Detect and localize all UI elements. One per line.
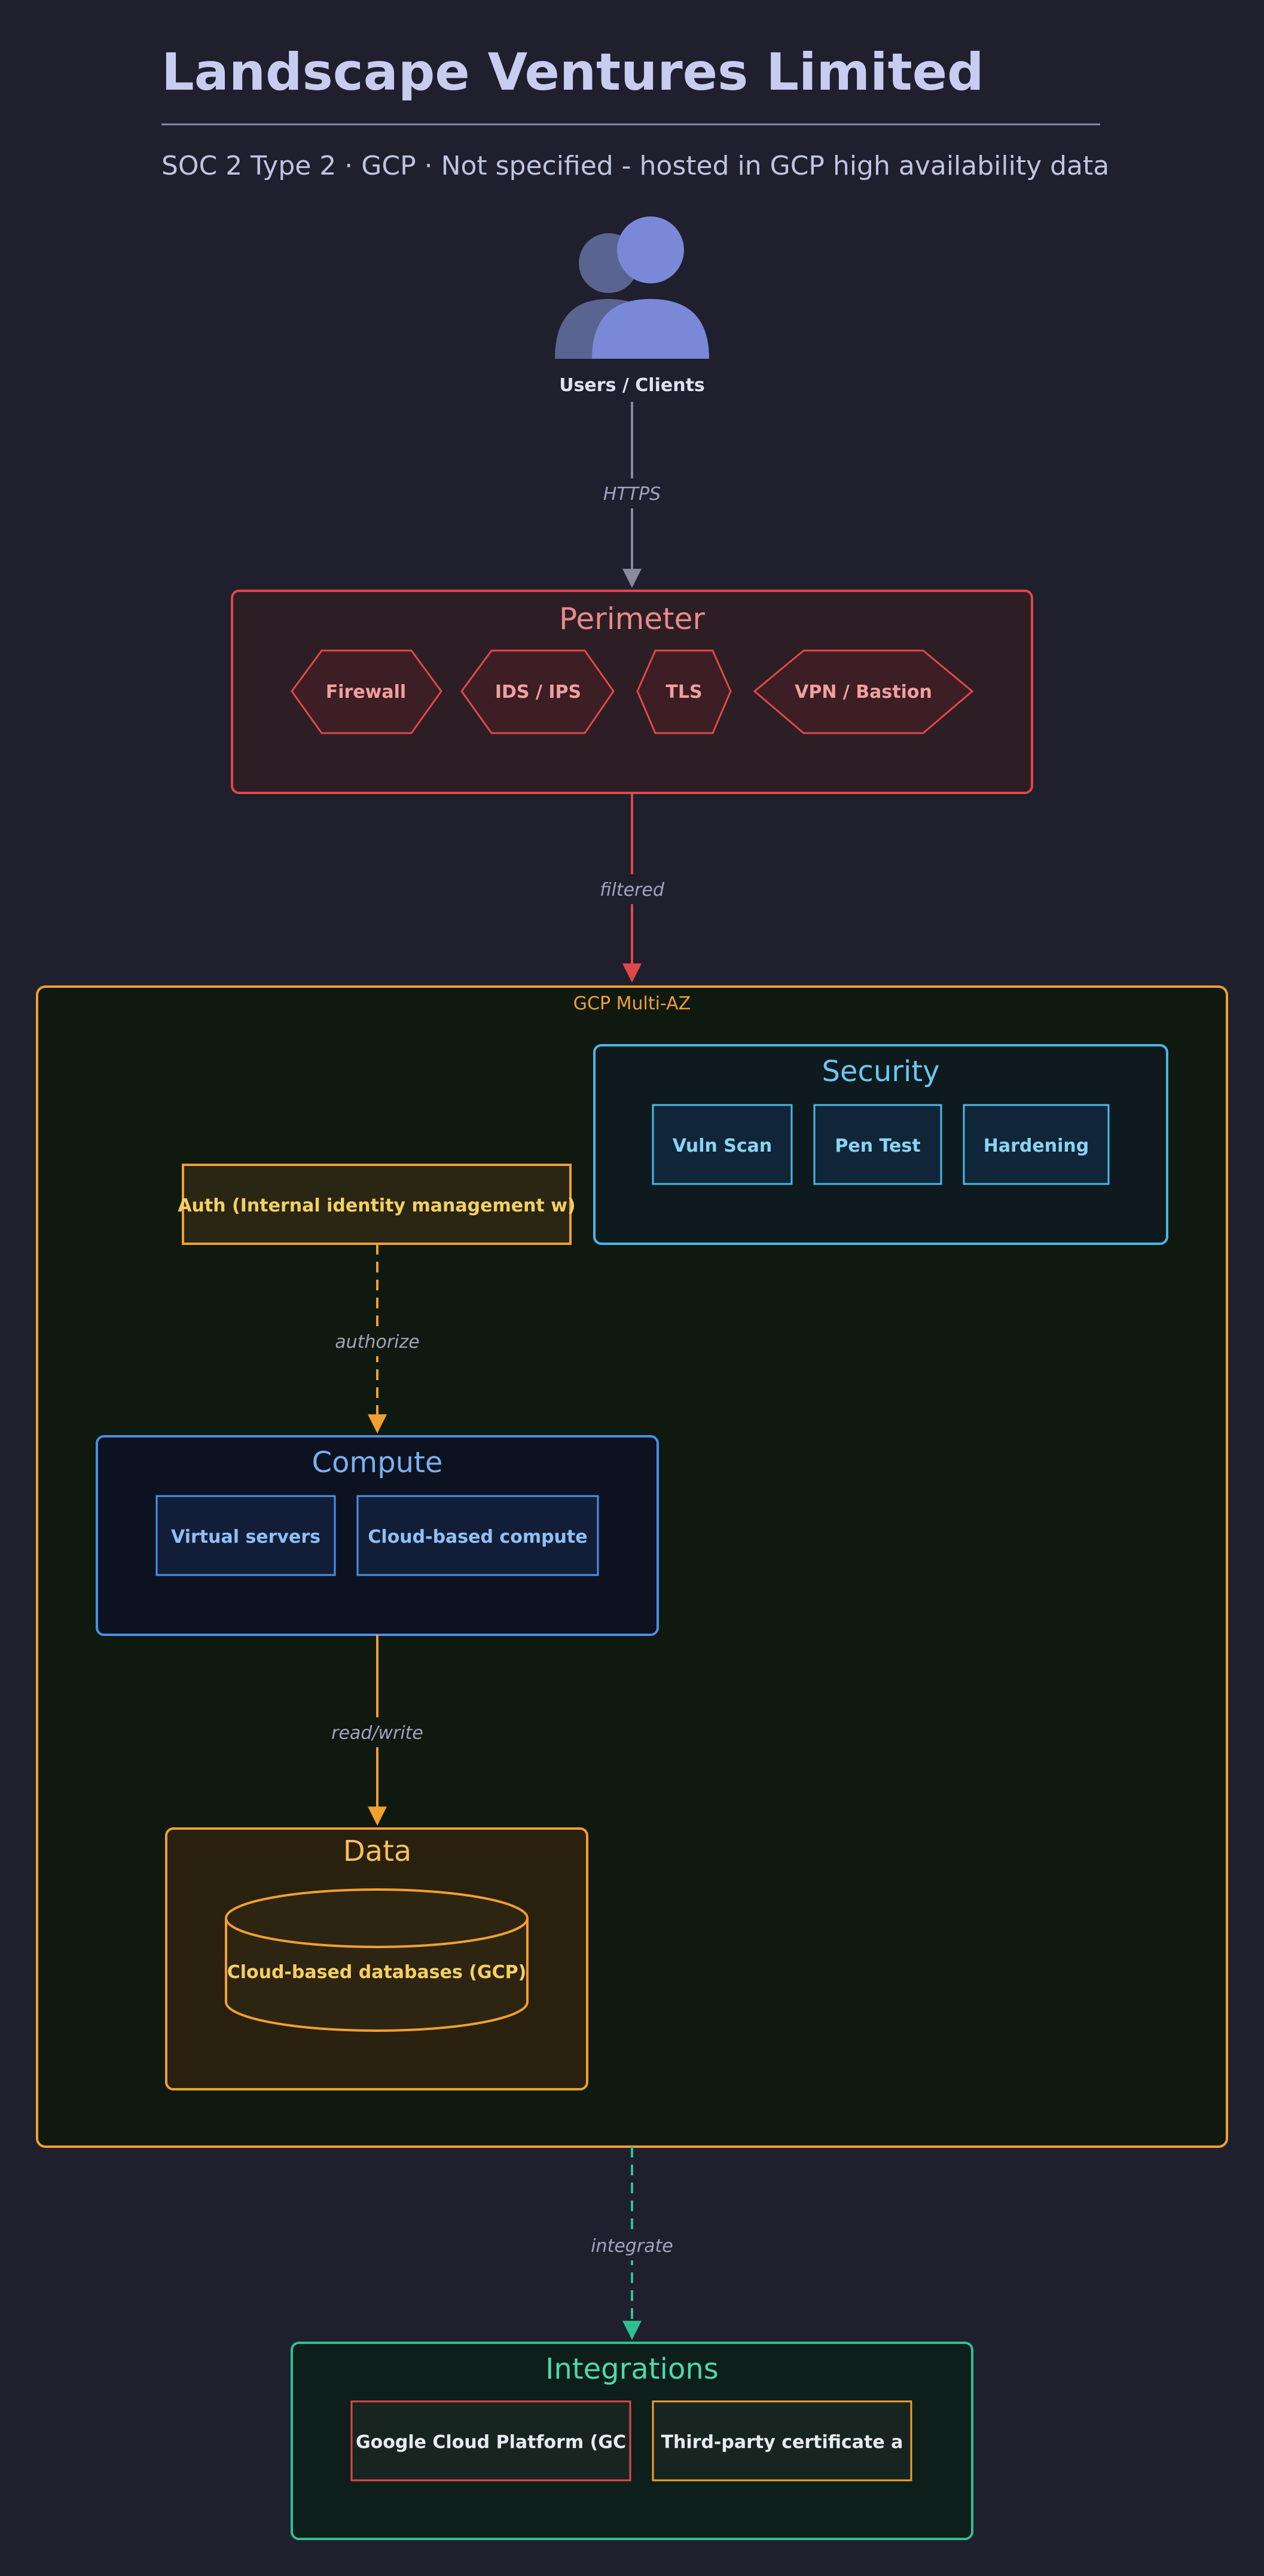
security-item-vuln-scan: Vuln Scan <box>652 1104 793 1185</box>
security-group: Security Vuln Scan Pen Test Hardening <box>593 1044 1168 1245</box>
integration-item-google-cloud-platform: Google Cloud Platform (GC <box>350 2400 631 2482</box>
integrations-title: Integrations <box>545 2352 719 2386</box>
data-group: Data Cloud-based databases (GCP) <box>165 1827 588 2090</box>
edge-label-bg <box>598 478 666 508</box>
page-subtitle: SOC 2 Type 2 · GCP · Not specified - hos… <box>161 151 1109 181</box>
svg-text:Firewall: Firewall <box>326 682 406 703</box>
svg-text:Hardening: Hardening <box>984 1136 1089 1156</box>
perimeter-item-vpn-bastion: VPN / Bastion <box>753 649 974 734</box>
region-label: GCP Multi-AZ <box>573 993 691 1014</box>
auth-node: Auth (Internal identity management w) <box>178 1164 576 1245</box>
perimeter-item-firewall: Firewall <box>291 649 442 734</box>
perimeter-item-ids-ips: IDS / IPS <box>460 649 615 734</box>
svg-text:Cloud-based compute: Cloud-based compute <box>368 1527 587 1548</box>
security-item-hardening: Hardening <box>963 1104 1110 1185</box>
integrations-group: Integrations Google Cloud Platform (GC T… <box>291 2342 973 2540</box>
compute-item-virtual-servers: Virtual servers <box>155 1495 336 1576</box>
edge-label-integrate: integrate <box>591 2236 673 2257</box>
edge-label-bg <box>330 1717 425 1747</box>
edge-label-bg <box>596 874 668 904</box>
svg-text:TLS: TLS <box>665 682 702 703</box>
security-item-pen-test: Pen Test <box>813 1104 942 1185</box>
svg-text:Google Cloud Platform (GC: Google Cloud Platform (GC <box>356 2432 626 2453</box>
database-label: Cloud-based databases (GCP) <box>227 1962 527 1983</box>
compute-title: Compute <box>312 1446 443 1479</box>
page-title: Landscape Ventures Limited <box>161 42 984 102</box>
edge-label-authorize: authorize <box>335 1332 419 1353</box>
edge-label-filtered: filtered <box>600 880 665 901</box>
auth-label: Auth (Internal identity management w) <box>178 1195 575 1216</box>
integration-item-third-party-certificate: Third-party certificate a <box>652 2400 912 2482</box>
security-title: Security <box>822 1055 939 1088</box>
edge-label-bg <box>590 2230 674 2260</box>
svg-text:Third-party certificate a: Third-party certificate a <box>661 2432 903 2453</box>
edge-label-read-write: read/write <box>331 1723 423 1744</box>
edge-label-bg <box>332 1326 422 1356</box>
compute-item-cloud-based-compute: Cloud-based compute <box>356 1495 599 1576</box>
svg-text:VPN / Bastion: VPN / Bastion <box>795 682 932 703</box>
users-icon <box>555 216 709 359</box>
svg-text:Virtual servers: Virtual servers <box>171 1527 320 1548</box>
compute-group: Compute Virtual servers Cloud-based comp… <box>96 1435 659 1636</box>
perimeter-title: Perimeter <box>559 602 705 636</box>
users-label: Users / Clients <box>559 375 705 396</box>
perimeter-group: Perimeter Firewall IDS / IPS TLS VPN / B… <box>231 590 1033 794</box>
edge-label-https: HTTPS <box>603 484 661 505</box>
data-title: Data <box>343 1835 412 1868</box>
database-icon <box>225 1888 529 2032</box>
svg-text:IDS / IPS: IDS / IPS <box>495 682 581 703</box>
svg-text:Vuln Scan: Vuln Scan <box>673 1136 773 1156</box>
svg-text:Pen Test: Pen Test <box>835 1136 920 1156</box>
perimeter-item-tls: TLS <box>636 649 732 734</box>
